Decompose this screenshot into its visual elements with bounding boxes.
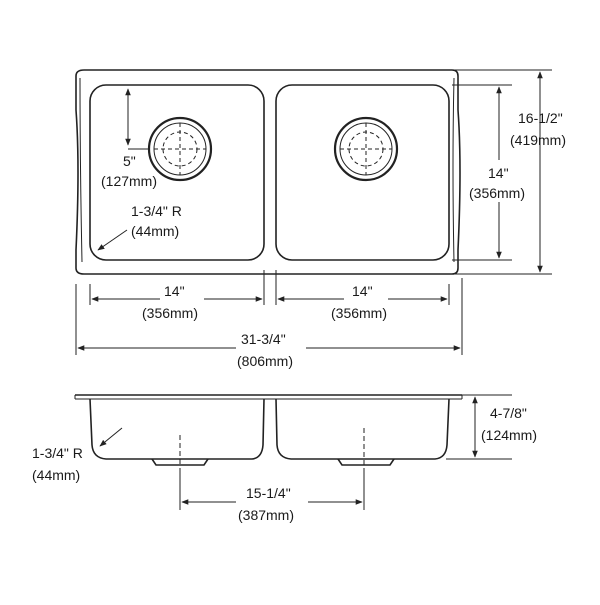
drain-spacing-mm: (387mm) (238, 507, 294, 523)
left-bowl-width-mm: (356mm) (142, 305, 198, 321)
right-drain (333, 116, 399, 182)
overall-width-in: 31-3/4" (241, 331, 286, 347)
drain-offset-in: 5" (123, 153, 136, 169)
right-bowl-width-mm: (356mm) (331, 305, 387, 321)
left-bowl (89, 84, 265, 261)
side-view: 1-3/4" R (44mm) 15-1/4" (387mm) 4-7/8" (… (32, 394, 537, 524)
bowl-height-in: 4-7/8" (490, 405, 527, 421)
overall-depth-in: 16-1/2" (518, 110, 563, 126)
drain-offset-mm: (127mm) (101, 173, 157, 189)
right-bowl-width-in: 14" (352, 283, 373, 299)
corner-radius-in: 1-3/4" R (131, 203, 182, 219)
corner-radius-mm: (44mm) (131, 223, 179, 239)
bowl-height-mm: (124mm) (481, 427, 537, 443)
left-bowl-width-in: 14" (164, 283, 185, 299)
bowl-depth-in: 14" (488, 165, 509, 181)
overall-depth-mm: (419mm) (510, 132, 566, 148)
drain-spacing-in: 15-1/4" (246, 485, 291, 501)
left-bowl-profile (89, 398, 265, 460)
right-bowl (275, 84, 450, 261)
overall-width-mm: (806mm) (237, 353, 293, 369)
top-view: 5" (127mm) 1-3/4" R (44mm) 14" (356mm) 1… (75, 69, 566, 369)
right-bowl-profile (275, 398, 450, 460)
sink-rim-outline (75, 69, 461, 275)
side-corner-radius-in: 1-3/4" R (32, 445, 83, 461)
left-drain (147, 116, 213, 182)
side-corner-radius-mm: (44mm) (32, 467, 80, 483)
bowl-depth-mm: (356mm) (469, 185, 525, 201)
